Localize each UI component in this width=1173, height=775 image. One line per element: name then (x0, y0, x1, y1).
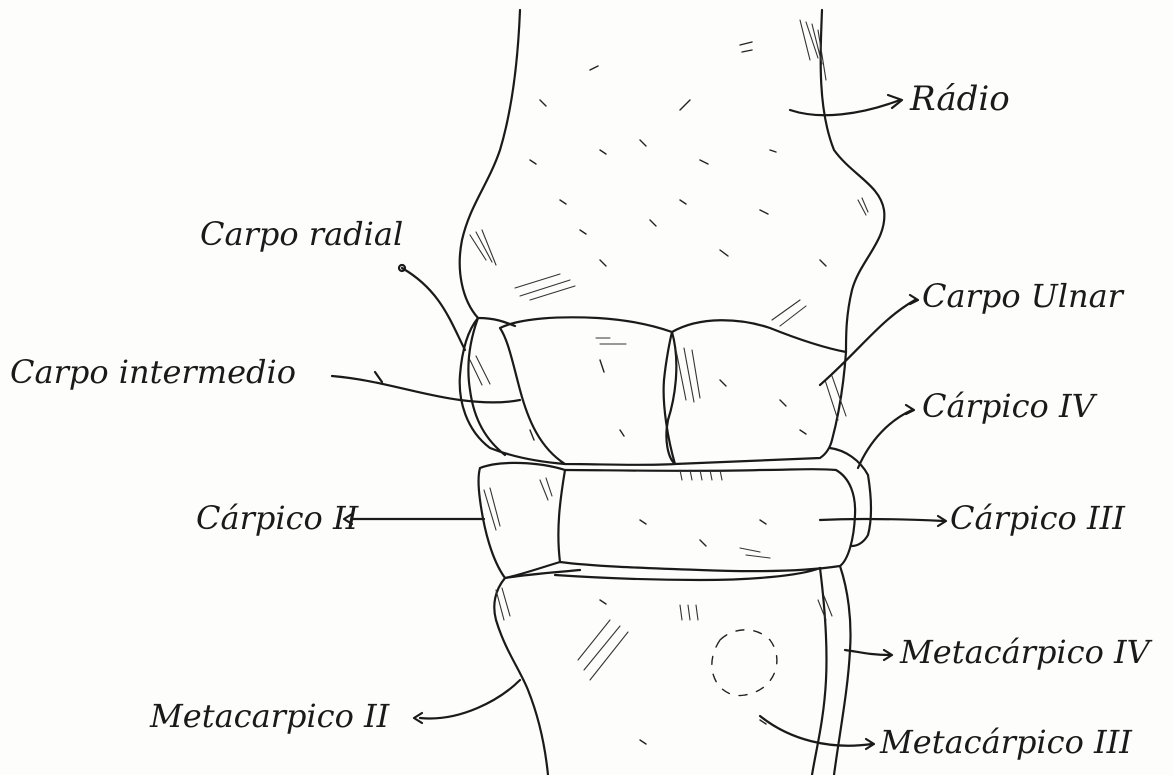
pointer-radio (790, 100, 900, 115)
pointer-lines (332, 95, 946, 749)
label-carpo-intermedio: Carpo intermedio (10, 356, 296, 388)
label-carpo-ulnar: Carpo Ulnar (922, 280, 1123, 312)
label-metacarpico-iv: Metacárpico IV (900, 636, 1150, 668)
pointer-carpico-iii (820, 519, 944, 521)
dashed-outline (712, 630, 777, 696)
metacarpals (494, 566, 850, 775)
label-carpico-ii: Cárpico II (196, 502, 358, 534)
pointer-carpo-ulnar (820, 300, 915, 385)
pointer-carpo-intermedio (332, 376, 520, 402)
radius-bone (460, 10, 885, 352)
pointer-carpo-radial (402, 268, 465, 350)
label-metacarpico-ii: Metacarpico II (150, 700, 389, 732)
texture-marks (530, 42, 826, 744)
label-carpico-iii: Cárpico III (950, 502, 1125, 534)
tick-carpo-intermedio (375, 372, 382, 382)
label-metacarpico-iii: Metacárpico III (880, 726, 1132, 758)
label-radio: Rádio (910, 82, 1010, 116)
arrow-carpico-iv (906, 405, 914, 414)
pointer-metacarpico-iii (760, 716, 872, 746)
pointer-metacarpico-ii (420, 680, 520, 718)
label-carpo-radial: Carpo radial (200, 218, 403, 250)
middle-carpal-row (479, 448, 872, 578)
upper-carpal-row (460, 317, 846, 465)
label-carpico-iv: Cárpico IV (922, 390, 1095, 422)
pointer-carpico-iv (858, 410, 912, 468)
